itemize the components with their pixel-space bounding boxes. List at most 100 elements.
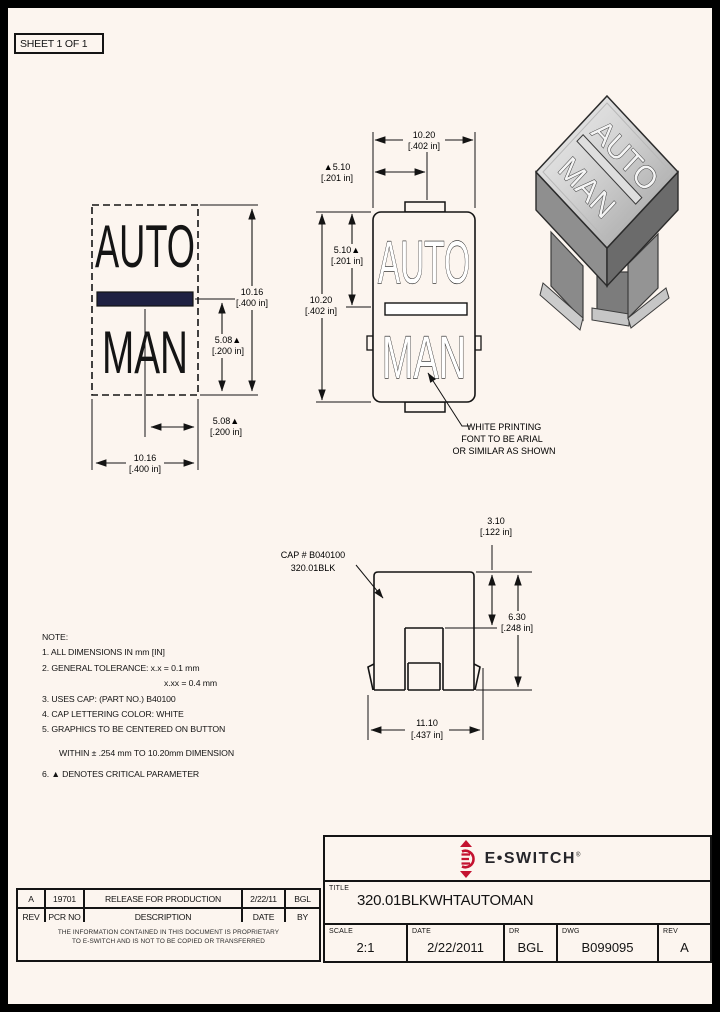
revision-value: A bbox=[680, 939, 689, 955]
side-dim-step-mm: 3.10 bbox=[487, 516, 505, 526]
top-dim-half-width-in: [.201 in] bbox=[321, 173, 353, 183]
iso-right-foot bbox=[627, 287, 670, 329]
front-view-divider-bar bbox=[96, 291, 194, 307]
date-cell: DATE 2/22/2011 bbox=[406, 925, 503, 963]
drafter-label: DR bbox=[509, 928, 520, 935]
revision-header-pcr-no: PCR NO bbox=[44, 909, 83, 924]
front-view-extension-lines bbox=[91, 204, 258, 470]
eswitch-logo-icon bbox=[459, 839, 475, 878]
side-dim-step-in: [.122 in] bbox=[480, 527, 512, 537]
note-line-1: 1. ALL DIMENSIONS IN mm [IN] bbox=[42, 647, 165, 658]
top-view-right-nub bbox=[474, 335, 482, 351]
title-block: E•SWITCH® TITLE 320.01BLKWHTAUTOMAN SCAL… bbox=[323, 835, 712, 963]
proprietary-disclaimer: THE INFORMATION CONTAINED IN THIS DOCUME… bbox=[16, 922, 321, 962]
top-dim-width-in: [.402 in] bbox=[408, 141, 440, 151]
revision-pcr-no: 19701 bbox=[44, 890, 83, 907]
side-dim-width-in: [.437 in] bbox=[411, 730, 443, 740]
revision-header-description: DESCRIPTION bbox=[83, 909, 241, 924]
brand-name: E•SWITCH bbox=[484, 849, 576, 867]
note-line-5b: WITHIN ± .254 mm TO 10.20mm DIMENSION bbox=[59, 747, 235, 758]
note-line-2b: x.xx = 0.4 mm bbox=[164, 678, 218, 689]
sheet-number-box: SHEET 1 OF 1 bbox=[14, 33, 104, 54]
dim-label-bg bbox=[126, 452, 164, 475]
top-dim-height-mm: 10.20 bbox=[310, 295, 333, 305]
revision-rev: A bbox=[28, 893, 34, 904]
scale-value: 2:1 bbox=[356, 939, 375, 955]
scale-label: SCALE bbox=[329, 928, 353, 935]
printing-callout-line3: OR SIMILAR AS SHOWN bbox=[452, 446, 555, 456]
title-label: TITLE bbox=[329, 885, 350, 892]
printing-callout-line2: FONT TO BE ARIAL bbox=[461, 434, 543, 444]
revision-label: REV bbox=[663, 928, 678, 935]
sheet-number-label: SHEET 1 OF 1 bbox=[20, 37, 88, 50]
revision-table: A 19701 RELEASE FOR PRODUCTION 2/22/11 B… bbox=[16, 888, 321, 926]
side-view-dimension-lines bbox=[370, 574, 522, 734]
dim-label-bg bbox=[328, 244, 368, 268]
front-view-auto-text: AUTO bbox=[95, 213, 195, 280]
printing-callout-line1: WHITE PRINTING bbox=[467, 422, 542, 432]
dim-label-bg bbox=[405, 717, 449, 741]
iso-right-leg bbox=[627, 232, 659, 320]
revision-row: A 19701 RELEASE FOR PRODUCTION 2/22/11 B… bbox=[18, 890, 319, 907]
front-dim-width-mm: 10.16 bbox=[134, 453, 157, 463]
title-row: TITLE 320.01BLKWHTAUTOMAN bbox=[325, 880, 710, 923]
iso-center-foot bbox=[591, 307, 630, 327]
cap-callout-line2: 320.01BLK bbox=[291, 563, 336, 573]
top-view: AUTO MAN 10.20 [.402 in] ▲5.10 [.201 in]… bbox=[301, 129, 556, 456]
revision-header-date: DATE bbox=[241, 909, 284, 924]
top-view-extension-lines bbox=[316, 132, 476, 403]
printing-callout-leader bbox=[427, 372, 470, 427]
iso-left-foot bbox=[539, 282, 584, 331]
dim-label-bg bbox=[301, 294, 341, 318]
revision-header-rev: REV bbox=[22, 911, 40, 922]
front-view: AUTO MAN 10.16 [.400 in] 5.08▲ [.200 in]… bbox=[91, 204, 269, 475]
front-dim-height-in: [.400 in] bbox=[236, 298, 268, 308]
date-label: DATE bbox=[412, 928, 431, 935]
top-view-top-tab bbox=[404, 201, 446, 213]
notes-heading: NOTE: bbox=[42, 632, 69, 642]
dim-label-bg bbox=[497, 611, 539, 635]
front-dim-height-mm: 10.16 bbox=[241, 287, 264, 297]
brand-row: E•SWITCH® bbox=[325, 837, 710, 880]
isometric-view: AUTO MAN bbox=[534, 94, 680, 331]
iso-top-bevel bbox=[542, 102, 672, 242]
drawing-title: 320.01BLKWHTAUTOMAN bbox=[357, 892, 534, 909]
front-dim-width-in: [.400 in] bbox=[129, 464, 161, 474]
note-line-5a: 5. GRAPHICS TO BE CENTERED ON BUTTON bbox=[42, 724, 226, 735]
top-dim-half-height-in: [.201 in] bbox=[331, 256, 363, 266]
revision-description: RELEASE FOR PRODUCTION bbox=[83, 890, 241, 907]
revision-header-by: BY bbox=[284, 909, 319, 924]
revision-date: 2/22/11 bbox=[241, 890, 284, 907]
iso-divider-bar bbox=[576, 133, 643, 205]
front-dim-half-height-mm: 5.08▲ bbox=[215, 335, 241, 345]
note-line-2a: 2. GENERAL TOLERANCE: x.x = 0.1 mm bbox=[42, 662, 200, 673]
side-dim-height-mm: 6.30 bbox=[508, 612, 526, 622]
title-block-fields: SCALE 2:1 DATE 2/22/2011 DR BGL DWG B099… bbox=[325, 923, 710, 963]
dim-label-bg bbox=[403, 129, 445, 152]
cap-callout-line1: CAP # B040100 bbox=[281, 550, 345, 560]
revision-header-row: REV PCR NO DESCRIPTION DATE BY bbox=[18, 907, 319, 924]
note-line-4: 4. CAP LETTERING COLOR: WHITE bbox=[42, 709, 184, 720]
drawing-number-value: B099095 bbox=[581, 939, 634, 955]
note-line-3: 3. USES CAP: (PART NO.) B40100 bbox=[42, 693, 176, 704]
side-dim-height-in: [.248 in] bbox=[501, 623, 533, 633]
side-view-extension-lines bbox=[367, 545, 532, 740]
dim-label-bg bbox=[235, 286, 269, 310]
top-view-man-text: MAN bbox=[382, 324, 466, 391]
scale-cell: SCALE 2:1 bbox=[325, 925, 406, 963]
revision-by: BGL bbox=[284, 890, 319, 907]
cap-callout-leader bbox=[355, 564, 384, 599]
side-dim-width-mm: 11.10 bbox=[416, 718, 438, 728]
front-dim-half-width-mm: 5.08▲ bbox=[213, 416, 239, 426]
note-line-6: 6. ▲ DENOTES CRITICAL PARAMETER bbox=[42, 769, 200, 780]
top-dim-width-mm: 10.20 bbox=[413, 130, 436, 140]
top-view-bottom-tab bbox=[404, 401, 446, 413]
drawing-number-label: DWG bbox=[562, 928, 580, 935]
front-dim-half-height-in: [.200 in] bbox=[212, 346, 244, 356]
disclaimer-line-2: TO E-SWITCH AND IS NOT TO BE COPIED OR T… bbox=[72, 938, 265, 945]
front-dim-half-width-in: [.200 in] bbox=[210, 427, 242, 437]
date-value: 2/22/2011 bbox=[427, 939, 484, 955]
side-view: 3.10 [.122 in] 6.30 [.248 in] 11.10 [.43… bbox=[281, 516, 539, 741]
